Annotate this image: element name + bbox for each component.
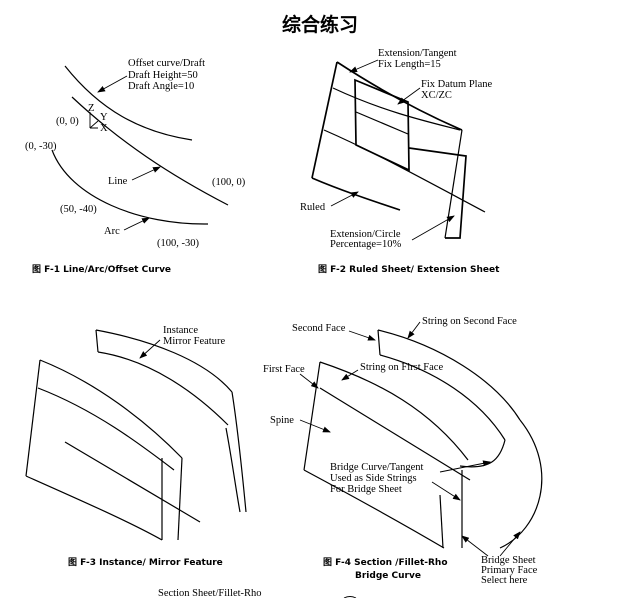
circ-label-line2: Percentage=10% [330, 239, 401, 250]
offset-label-line1: Offset curve/Draft [128, 58, 205, 69]
circ-arrow [411, 215, 455, 241]
spine-label: Spine [270, 415, 294, 426]
offset-curve [64, 65, 193, 141]
mirror-sheet-top [95, 329, 233, 393]
caption-f4-line2: Bridge Curve [355, 571, 421, 581]
ruled-sheet-bottom [311, 177, 401, 211]
original-sheet-top [39, 359, 183, 459]
string-second-arrow [407, 321, 421, 339]
datum-label-line2: XC/ZC [421, 90, 452, 101]
bridge-curve [459, 439, 506, 468]
first-face-left [303, 361, 321, 471]
first-face-label: First Face [263, 364, 305, 375]
bridge-label-line1: Bridge Curve/Tangent [330, 462, 424, 473]
inst-label-line2: Mirror Feature [163, 336, 225, 347]
axis-y-label: Y [100, 112, 108, 123]
bridge-sheet-label-line3: Select here [481, 575, 528, 586]
bridge-sheet-label-line2: Primary Face [481, 565, 538, 576]
second-face-arrow [348, 330, 376, 341]
original-sheet-mid [37, 387, 175, 471]
ruled-sheet-right [444, 129, 463, 239]
datum-arrow [397, 87, 421, 105]
caption-f3: 图 F-3 Instance/ Mirror Feature [68, 557, 223, 568]
neg30-label: (0, -30) [25, 141, 57, 152]
mirror-sheet-left [95, 329, 99, 353]
string-first-arrow [341, 369, 359, 381]
arc-curve [51, 149, 209, 225]
ext-arrow [349, 59, 379, 73]
mirror-sheet-inner [225, 427, 241, 513]
line-curve [71, 96, 229, 206]
second-face-left [377, 329, 381, 356]
bridge-arrow-2 [431, 481, 461, 501]
offset-label-line2: Draft Height=50 [128, 70, 198, 81]
offset-label-line3: Draft Angle=10 [128, 81, 194, 92]
figure-f3: Instance Mirror Feature 图 F-3 Instance/ … [25, 325, 247, 568]
caption-f4-line1: 图 F-4 Section /Fillet-Rho [323, 557, 448, 568]
original-sheet-right [177, 457, 183, 541]
datum-label-line1: Fix Datum Plane [421, 79, 493, 90]
figure-f5: Section Sheet/Fillet-Rho [158, 588, 357, 598]
section-sheet-label: Section Sheet/Fillet-Rho [158, 588, 262, 598]
p50-40-label: (50, -40) [60, 204, 97, 215]
ext-label-line2: Fix Length=15 [378, 59, 441, 70]
figure-f2: Extension/Tangent Fix Length=15 Fix Datu… [300, 48, 500, 275]
bridge-sheet-arrow-1 [461, 535, 489, 557]
line-label: Line [108, 176, 128, 187]
original-sheet-line [64, 441, 201, 523]
circ-label-line1: Extension/Circle [330, 229, 401, 240]
spine-arrow [299, 419, 331, 433]
bridge-loop [499, 419, 543, 549]
first-face-inner [439, 494, 444, 549]
string-second-label: String on Second Face [422, 316, 517, 327]
bridge-sheet-arrow-2 [499, 531, 521, 557]
bridge-label-line2: Used as Side Strings [330, 473, 417, 484]
first-face-top [319, 361, 469, 461]
string-first-label: String on First Face [360, 362, 443, 373]
second-face-top [377, 329, 521, 421]
axis-triad [89, 112, 99, 129]
original-sheet-bottom [25, 475, 163, 541]
inst-arrow [139, 339, 161, 359]
ruled-sheet-left [311, 61, 338, 179]
figure-f1: Z Y X Offset curve/Draft Draft Height=50… [25, 58, 246, 275]
ext-label-line1: Extension/Tangent [378, 48, 457, 59]
axis-x-label: X [100, 123, 108, 134]
origin-label: (0, 0) [56, 116, 79, 127]
first-face-mid [319, 387, 471, 481]
ruled-mid-curve [332, 87, 461, 131]
inst-label-line1: Instance [163, 325, 198, 336]
caption-f1: 图 F-1 Line/Arc/Offset Curve [32, 264, 171, 275]
first-face-bottom [303, 469, 445, 549]
arc-arrow [123, 217, 150, 231]
mirror-sheet-right [231, 391, 247, 513]
arc-label: Arc [104, 226, 120, 237]
page-title: 综合练习 [281, 14, 358, 36]
ruled-arrow [330, 191, 359, 207]
line-arrow [131, 166, 161, 181]
caption-f2: 图 F-2 Ruled Sheet/ Extension Sheet [318, 264, 500, 275]
bridge-label-line3: For Bridge Sheet [330, 484, 402, 495]
ruled-label: Ruled [300, 202, 326, 213]
first-face-arrow [299, 373, 319, 389]
original-sheet-left [25, 359, 41, 477]
mirror-sheet-mid [97, 351, 229, 426]
offset-arrow [97, 75, 128, 93]
extension-box [354, 78, 410, 172]
circle-extension [408, 147, 467, 239]
bridge-sheet-label-line1: Bridge Sheet [481, 555, 536, 566]
second-face-label: Second Face [292, 323, 346, 334]
ruled-low-curve [323, 129, 486, 213]
p100-30-label: (100, -30) [157, 238, 199, 249]
p100-0-label: (100, 0) [212, 177, 246, 188]
second-face-inner [379, 354, 506, 441]
extension-mid-line [355, 111, 409, 135]
figure-f4: Second Face String on Second Face First … [263, 316, 543, 586]
bridge-arrow-1 [439, 460, 491, 473]
axis-z-label: Z [88, 103, 94, 114]
